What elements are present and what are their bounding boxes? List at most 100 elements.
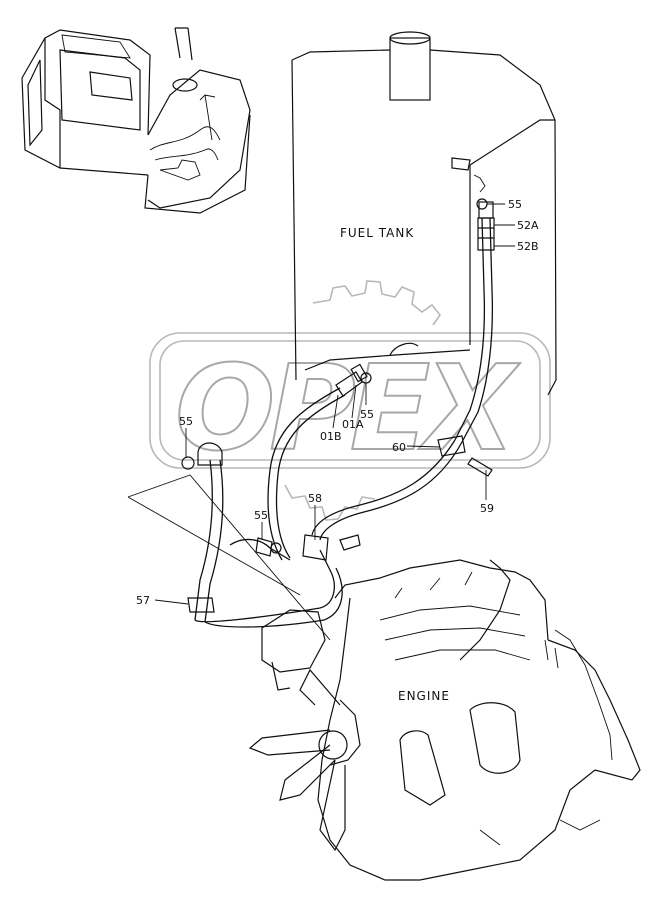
fitting-55low — [255, 537, 273, 557]
filler-neck-top — [389, 31, 431, 45]
hose-52-outer — [454, 217, 486, 441]
callout-52a: 52A — [517, 219, 539, 232]
leader-engine-b — [127, 496, 301, 596]
filler-cap — [172, 78, 198, 92]
leader-01b — [332, 394, 339, 429]
callout-58: 58 — [308, 492, 322, 505]
hose-left-inner — [204, 459, 224, 623]
hose-left-outer — [194, 459, 213, 621]
fitting-52b — [477, 217, 495, 251]
fan-blade-3 — [319, 759, 346, 852]
fan-blade-1 — [248, 729, 331, 756]
engine-oil-filter — [469, 702, 521, 774]
engine-intake — [459, 559, 511, 661]
leader-60 — [406, 445, 441, 448]
tank-top-left — [291, 49, 391, 61]
upper-body — [147, 69, 251, 209]
inset-fitting — [159, 159, 201, 181]
hose-fitting-55low — [229, 538, 291, 561]
engine-bolts — [544, 639, 559, 669]
excavator-inset — [21, 27, 251, 214]
cab-front — [21, 77, 149, 176]
leader-01a — [351, 384, 357, 419]
engine-cylinder-lines — [379, 605, 531, 661]
fitting-01b — [350, 363, 368, 383]
watermark: OPEX — [149, 280, 551, 521]
tank-outlet-pipe — [473, 174, 486, 193]
watermark-frame-outer — [149, 332, 551, 469]
exhaust-pipe — [174, 27, 193, 61]
callout-01a: 01A — [342, 418, 364, 431]
counterweight — [144, 114, 251, 214]
tank-left-edge — [291, 59, 297, 381]
callout-60: 60 — [392, 441, 406, 454]
cab-window-front — [27, 59, 43, 147]
leader-lines — [127, 203, 515, 641]
clamp-60 — [437, 435, 466, 457]
fan-blade-2 — [279, 744, 336, 801]
cab-pillar — [44, 38, 61, 168]
fan-blade-4 — [299, 668, 341, 706]
engine-base — [479, 819, 601, 846]
fitting-01a — [335, 371, 363, 397]
watermark-text: OPEX — [175, 339, 520, 477]
hose-01-inner — [275, 394, 346, 559]
engine-pump — [261, 609, 326, 673]
inset-hose-b — [154, 148, 219, 161]
callout-59: 59 — [480, 502, 494, 515]
callout-57: 57 — [136, 594, 150, 607]
bolt-59 — [467, 457, 493, 477]
engine-right-mount — [547, 639, 641, 781]
watermark-frame-inner — [159, 340, 541, 461]
hose-return-outer — [311, 439, 456, 536]
tank-right-edge — [547, 119, 557, 396]
part-callouts: 55 52A 52B 55 01B 01A 55 60 59 58 55 57 — [136, 198, 539, 607]
engine-belt — [399, 730, 446, 806]
cab-roof — [21, 29, 151, 136]
inset-hose-a — [149, 126, 221, 151]
callout-55-low: 55 — [254, 509, 268, 522]
inset-rod — [199, 94, 216, 141]
callout-55-left: 55 — [179, 415, 193, 428]
fuel-hoses — [181, 198, 495, 628]
callout-55-top: 55 — [508, 198, 522, 211]
engine-label: ENGINE — [398, 689, 450, 703]
bolt-58 — [339, 534, 361, 551]
tank-bottom — [304, 349, 471, 371]
tank-drain — [389, 342, 419, 356]
cab-roof-panel — [61, 34, 131, 59]
hose-return-inner — [319, 441, 463, 541]
tank-bracket — [451, 157, 471, 171]
fan-center — [318, 730, 348, 760]
fuel-tank: FUEL TANK — [291, 31, 557, 396]
engine-top — [334, 559, 549, 641]
leader-57 — [154, 599, 189, 605]
callout-52b: 52B — [517, 240, 539, 253]
engine-fan-hub — [329, 699, 361, 766]
tank-top-front — [469, 119, 555, 166]
tank-filler-neck — [389, 37, 431, 101]
engine-block-outline — [317, 597, 596, 881]
callout-01b: 01B — [320, 430, 342, 443]
engine-pump-arm — [271, 661, 291, 691]
hose-left-elbow — [197, 442, 223, 466]
hose-01-outer — [267, 387, 341, 561]
clamp-55-left — [181, 456, 195, 470]
fuel-tank-label: FUEL TANK — [340, 226, 414, 240]
fitting-52b-ridges — [478, 227, 494, 239]
engine-injectors — [394, 571, 473, 599]
cab-side-panel — [89, 71, 133, 101]
clamp-55-low — [270, 542, 282, 554]
tank-top-right — [429, 49, 556, 121]
hose-loop-a — [194, 549, 335, 623]
clamp-57 — [187, 597, 215, 613]
callout-55-mid: 55 — [360, 408, 374, 421]
hose-52-inner — [461, 217, 494, 443]
cab-window-side — [59, 49, 141, 131]
engine: ENGINE — [248, 559, 641, 881]
watermark-gear-top — [312, 280, 441, 326]
engine-right-detail — [554, 629, 613, 761]
clamp-58 — [302, 534, 329, 561]
hose-loop-b — [204, 567, 343, 628]
